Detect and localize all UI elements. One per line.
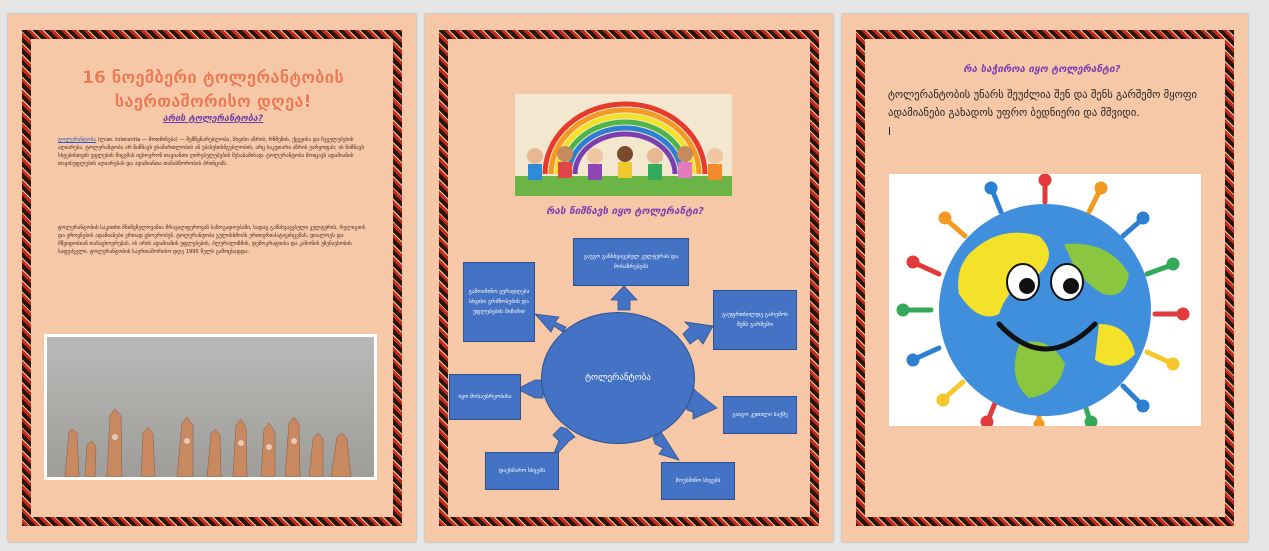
box-top-left: გამოიჩინო ყურადღება სხვისი გრძნობების და… [463, 262, 535, 342]
box-bottom-right: მოუსმინო სხვებს [661, 462, 735, 500]
box-top: გაუგო განსხვავებულ კულტურას და მოსაზრებე… [573, 238, 689, 286]
hands-illustration [47, 337, 374, 478]
arrow-up-right [682, 321, 714, 345]
rainbow-children-image [515, 94, 732, 196]
arrow-down-right [652, 431, 680, 461]
rainbow-illustration [515, 94, 732, 196]
diagram-arrows [516, 285, 718, 463]
smiling-earth-image [889, 173, 1201, 430]
paragraph-1-text: (ლათ. tolerantia — მოთმინება) — შემწყნარ… [58, 137, 365, 167]
box-left: იყო მოსაუბრეობისა [449, 374, 521, 420]
page-2-heading: რას ნიშნავს იყო ტოლერანტი? [546, 206, 704, 217]
page-3-heading: რა საჭიროა იყო ტოლერანტი? [963, 64, 1121, 75]
center-label: ტოლერანტობა [585, 373, 651, 383]
page-title: 16 ნოემბერი ტოლერანტობის საერთაშორისო დღ… [82, 68, 344, 112]
center-circle: ტოლერანტობა [541, 312, 695, 444]
page-2: რას ნიშნავს იყო ტოლერანტი? ტოლერანტობა გ… [425, 14, 833, 542]
page-subtitle: არის ტოლერანტობა? [162, 114, 264, 124]
box-top-right: გაუფრთხილდე გარემოს შენს გარშემო [713, 290, 797, 350]
paragraph-2: ტოლერანტობის საკითხი მნიშვნელოვანია მრავ… [58, 225, 366, 255]
earth-illustration [896, 173, 1190, 430]
page-3-text: ტოლერანტობის უნარს შეუძლია შენ და შენს გ… [888, 89, 1197, 119]
arrow-up-left [533, 313, 567, 333]
paragraph-1: ტოლერანტობა (ლათ. tolerantia — მოთმინება… [58, 136, 370, 168]
box-bottom-left: დაეხმარო სხვებს [485, 452, 559, 490]
tolerance-link[interactable]: ტოლერანტობა [58, 137, 96, 143]
text-cursor [889, 127, 890, 135]
arrow-up [610, 285, 638, 311]
page-1: 16 ნოემბერი ტოლერანტობის საერთაშორისო დღ… [8, 14, 416, 542]
page-3: რა საჭიროა იყო ტოლერანტი? ტოლერანტობის უ… [842, 14, 1248, 542]
box-right: გაიგო კეთილი საქმე [723, 396, 797, 434]
raised-hands-image [44, 334, 377, 480]
